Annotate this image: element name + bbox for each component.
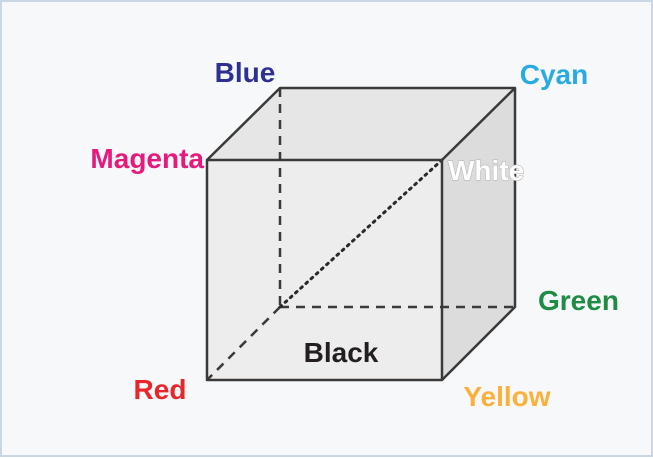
label-blue: Blue xyxy=(215,57,276,88)
hidden-edge-diagonal xyxy=(206,306,281,381)
label-yellow: Yellow xyxy=(463,381,550,412)
label-cyan: Cyan xyxy=(520,59,588,90)
label-black: Black xyxy=(304,337,379,368)
label-magenta: Magenta xyxy=(90,143,204,174)
label-green: Green xyxy=(538,285,619,316)
cube-top-face xyxy=(207,88,515,160)
label-white: White xyxy=(448,155,524,186)
label-red: Red xyxy=(134,374,187,405)
gray-axis-diagonal xyxy=(278,158,444,309)
cube-front-face xyxy=(207,160,442,380)
